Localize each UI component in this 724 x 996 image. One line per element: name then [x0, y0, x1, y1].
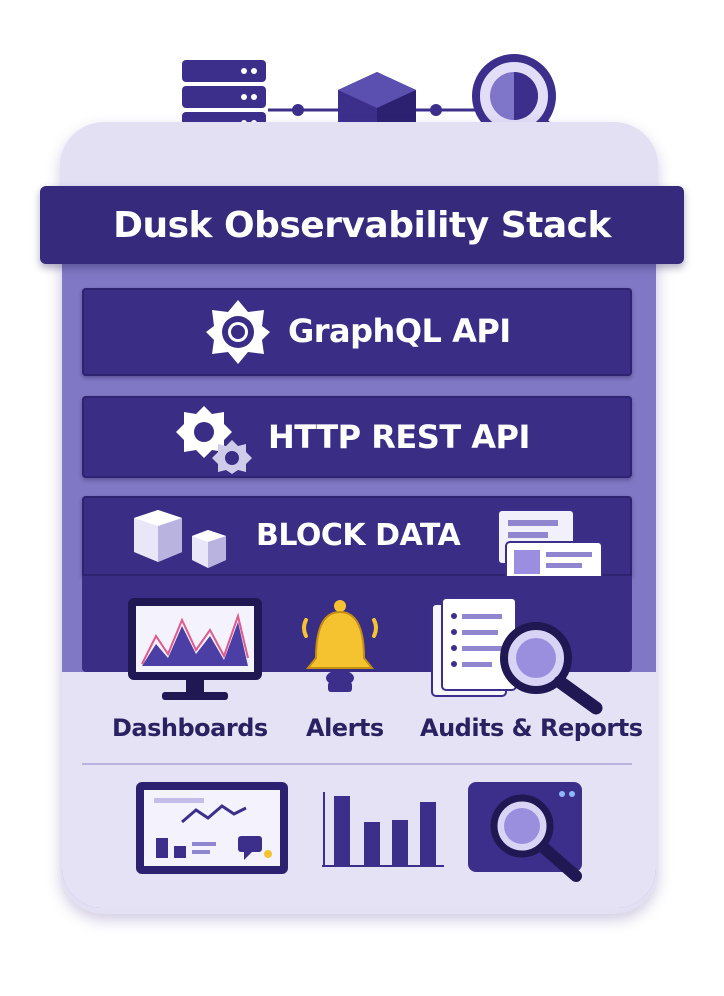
graphql-label: GraphQL API	[288, 312, 511, 350]
cubes-icon	[128, 508, 234, 570]
dashboards-label: Dashboards	[112, 714, 268, 742]
alerts-label: Alerts	[306, 714, 384, 742]
rest-label: HTTP REST API	[268, 418, 530, 456]
audits-label: Audits & Reports	[420, 714, 642, 742]
block-data-label: BLOCK DATA	[256, 518, 460, 553]
divider	[82, 763, 632, 765]
monitor-chart-icon	[126, 596, 266, 706]
reports-magnifier-icon	[428, 596, 608, 714]
dashboard-panel-icon	[134, 780, 292, 878]
graphql-layer: GraphQL API	[82, 288, 632, 376]
stack-title: Dusk Observability Stack	[113, 205, 611, 246]
title-bar: Dusk Observability Stack	[40, 186, 684, 264]
gears-icon	[176, 404, 256, 474]
gear-icon	[204, 298, 272, 366]
search-panel-icon	[466, 780, 594, 884]
documents-icon	[494, 508, 606, 586]
rest-layer: HTTP REST API	[82, 396, 632, 478]
bell-icon	[298, 598, 382, 694]
bar-chart-icon	[320, 790, 446, 870]
